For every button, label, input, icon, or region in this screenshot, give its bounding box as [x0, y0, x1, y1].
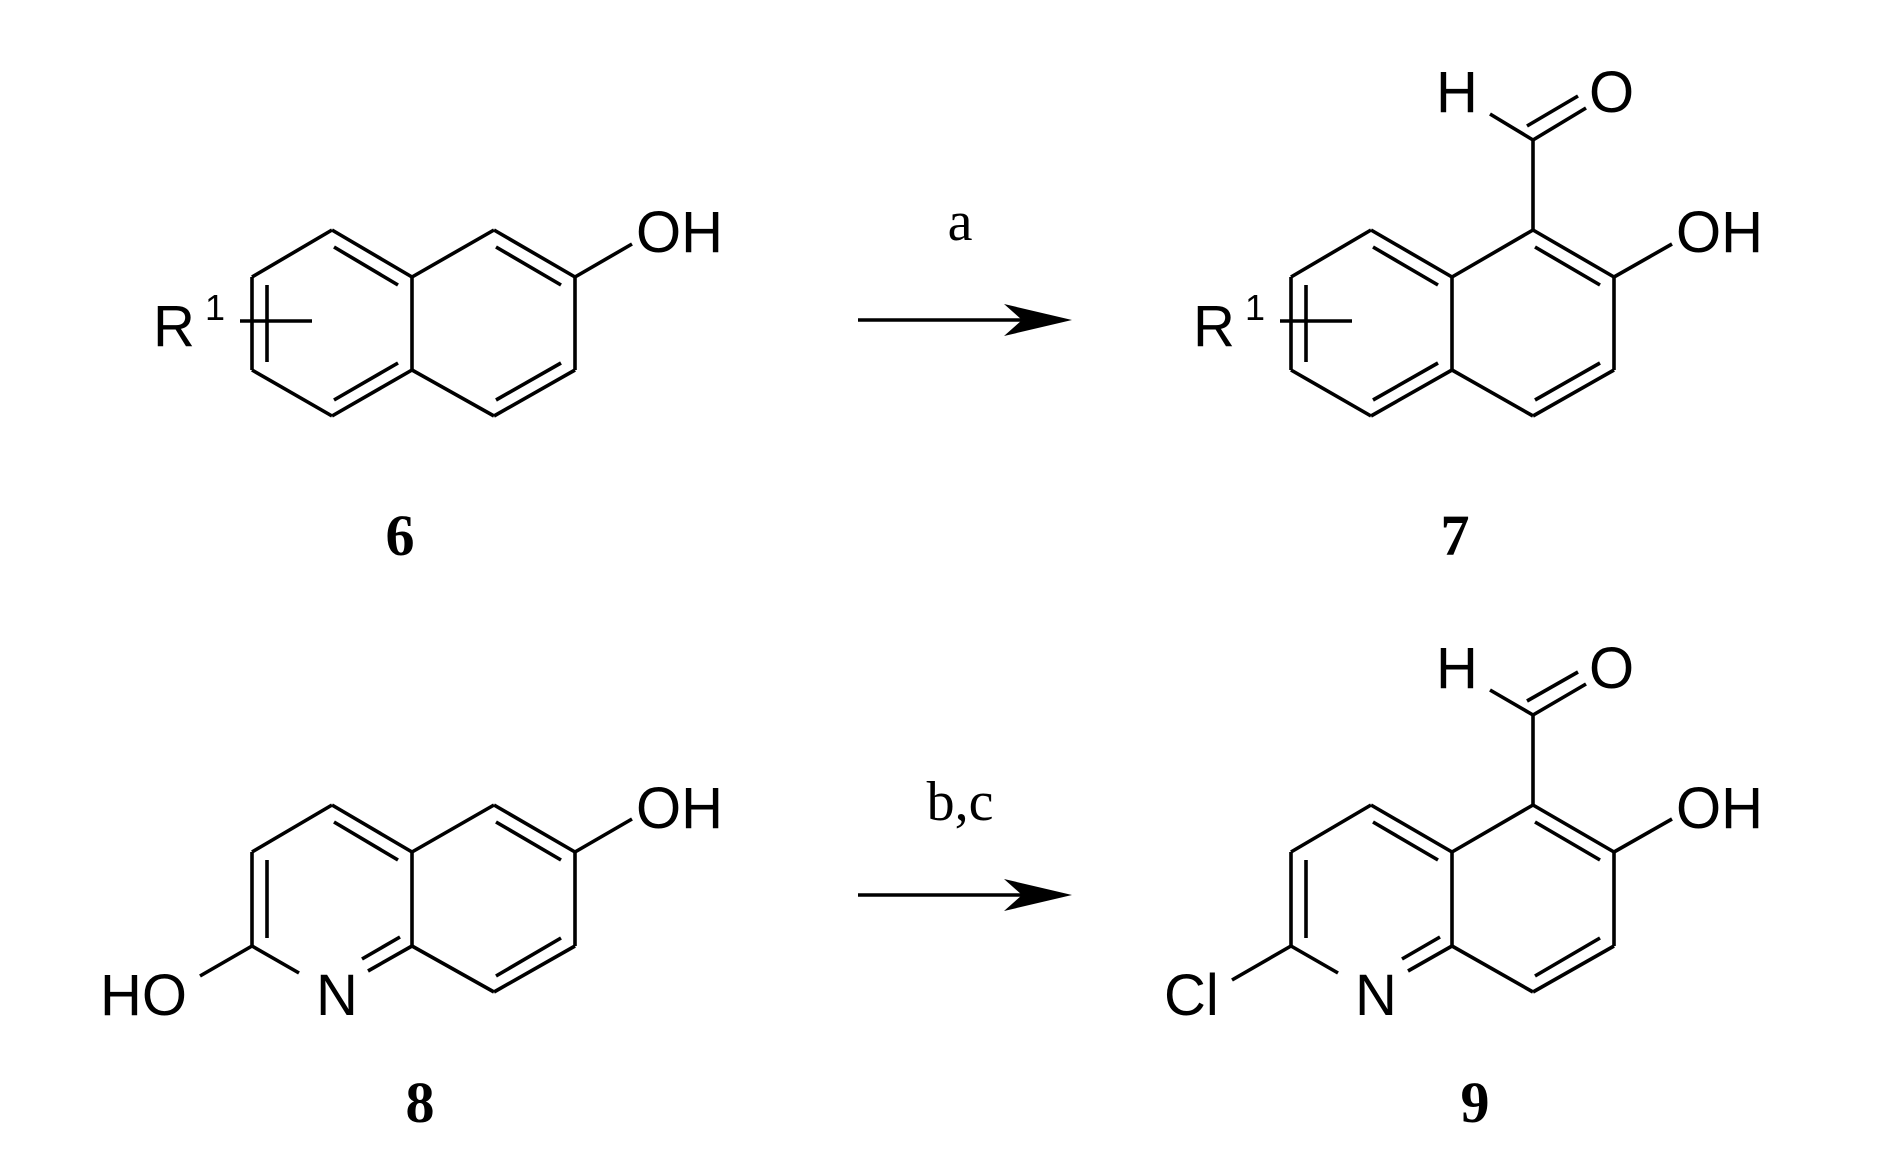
compound-8-bonds: [199, 803, 633, 994]
compound-6-oh-label: OH: [636, 200, 723, 265]
compound-9-cl-label: Cl: [1164, 963, 1219, 1028]
compound-9-n-label: N: [1355, 963, 1397, 1028]
reaction-condition-2: b,c: [927, 771, 994, 833]
compound-9-number: 9: [1461, 1070, 1490, 1135]
compound-9-h-label: H: [1436, 636, 1478, 701]
reaction-arrow-1: [858, 304, 1072, 336]
compound-6-structure: OH R 1: [153, 200, 723, 418]
reaction-condition-1: a: [948, 191, 973, 253]
compound-7-h-label: H: [1436, 60, 1478, 125]
compound-7-o-label: O: [1589, 60, 1634, 125]
compound-8-ho-label: HO: [100, 963, 187, 1028]
compound-7-structure: H O OH R 1: [1193, 60, 1763, 418]
compound-8-number: 8: [406, 1070, 435, 1135]
compound-7-r-label: R: [1193, 294, 1235, 359]
compound-8-oh-label: OH: [636, 776, 723, 841]
compound-7-number: 7: [1441, 503, 1470, 568]
compound-9-o-label: O: [1589, 636, 1634, 701]
reaction-arrow-2: [858, 879, 1072, 911]
compound-6-number: 6: [386, 503, 415, 568]
compound-6-r-superscript: 1: [205, 287, 225, 328]
compound-9-oh-label: OH: [1676, 776, 1763, 841]
compound-7-oh-label: OH: [1676, 200, 1763, 265]
compound-7-bonds: [1280, 94, 1673, 418]
compound-9-structure: H O OH Cl N: [1164, 636, 1763, 1028]
compound-9-bonds: [1231, 670, 1673, 994]
compound-6-r-label: R: [153, 294, 195, 359]
compound-8-n-label: N: [316, 963, 358, 1028]
compound-6-bonds: [240, 228, 633, 418]
compound-8-structure: OH HO N: [100, 776, 723, 1028]
compound-7-r-superscript: 1: [1245, 287, 1265, 328]
